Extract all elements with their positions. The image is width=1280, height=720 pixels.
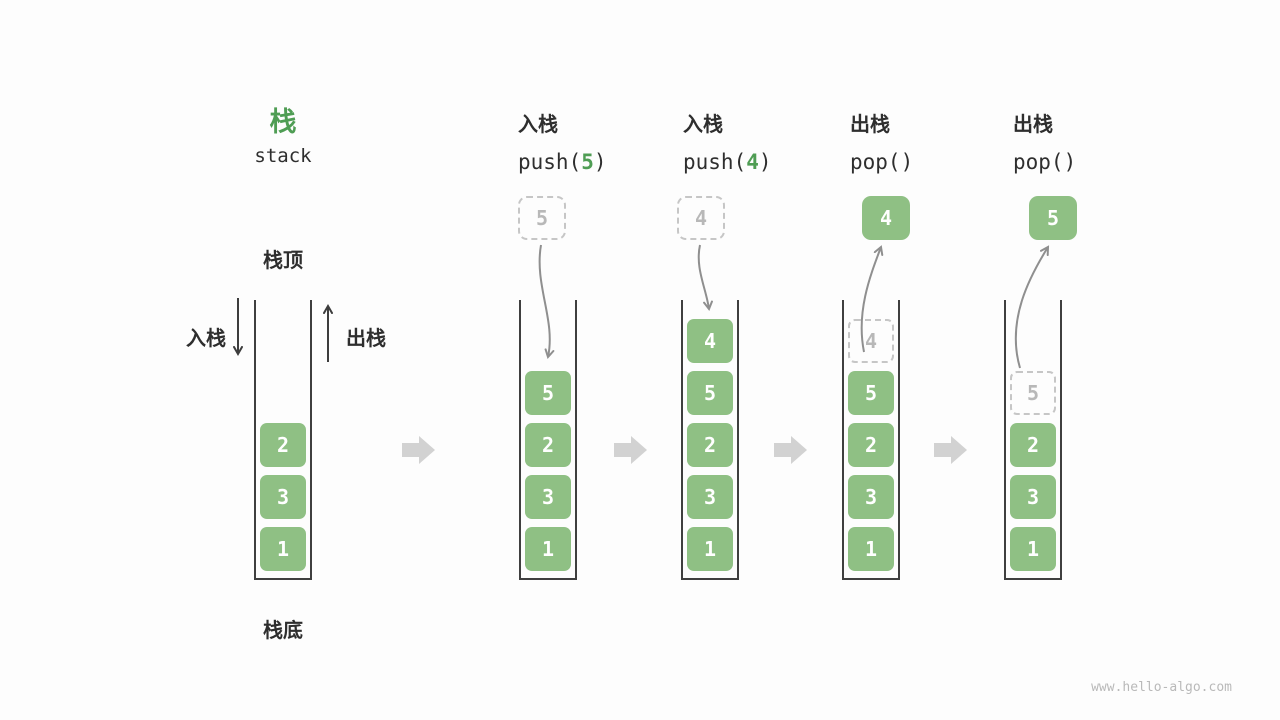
code-post: ) [1063, 150, 1077, 174]
stack-block: 3 [848, 475, 894, 519]
stack-block: 3 [525, 475, 571, 519]
step-arrow-icon [402, 436, 435, 464]
code-arg: 5 [581, 150, 594, 174]
stack-block: 5 [525, 371, 571, 415]
stack-block: 1 [260, 527, 306, 571]
code-label: push(4) [683, 150, 843, 174]
stack-block: 2 [1010, 423, 1056, 467]
push-arrow-label: 入栈 [186, 328, 226, 350]
stack-block: 1 [1010, 527, 1056, 571]
stack-block: 4 [687, 319, 733, 363]
code-post: ) [900, 150, 914, 174]
stack-top-label: 栈顶 [263, 250, 303, 272]
pop-arrow-label: 出栈 [346, 328, 386, 350]
pushed-value-box: 4 [677, 196, 725, 240]
removed-block-ghost: 5 [1010, 371, 1056, 415]
diagram-title-zh: 栈 [269, 107, 297, 137]
stack-block: 1 [848, 527, 894, 571]
step-arrow-icon [774, 436, 807, 464]
column-header-pop-2: 出栈 pop() [1013, 108, 1173, 174]
code-pre: push( [683, 150, 747, 174]
code-label: pop() [850, 150, 1010, 174]
column-header-push-4: 入栈 push(4) [683, 108, 843, 174]
stack-container-initial: 2 3 1 [254, 300, 312, 580]
stack-bottom-label: 栈底 [263, 620, 303, 642]
stack-block: 5 [848, 371, 894, 415]
code-post: ) [593, 150, 607, 174]
stack-block: 1 [687, 527, 733, 571]
step-arrow-icon [614, 436, 647, 464]
stack-block: 3 [260, 475, 306, 519]
action-label: 出栈 [850, 114, 890, 136]
code-label: pop() [1013, 150, 1173, 174]
action-label: 入栈 [518, 114, 558, 136]
column-header-push-5: 入栈 push(5) [518, 108, 678, 174]
stack-block: 1 [525, 527, 571, 571]
stack-container-after-push-4: 4 5 2 3 1 [681, 300, 739, 580]
code-pre: push( [518, 150, 582, 174]
column-header-pop-1: 出栈 pop() [850, 108, 1010, 174]
code-pre: pop( [1013, 150, 1064, 174]
watermark: www.hello-algo.com [1091, 680, 1232, 695]
removed-block-ghost: 4 [848, 319, 894, 363]
stack-block: 3 [687, 475, 733, 519]
code-pre: pop( [850, 150, 901, 174]
diagram-title-en: stack [254, 145, 312, 167]
code-post: ) [758, 150, 772, 174]
stack-block: 2 [525, 423, 571, 467]
stack-block: 2 [848, 423, 894, 467]
stack-block: 3 [1010, 475, 1056, 519]
stack-container-after-push-5: 5 2 3 1 [519, 300, 577, 580]
stack-block: 2 [260, 423, 306, 467]
stack-block: 5 [687, 371, 733, 415]
step-arrow-icon [934, 436, 967, 464]
code-label: push(5) [518, 150, 678, 174]
action-label: 出栈 [1013, 114, 1053, 136]
pushed-value-box: 5 [518, 196, 566, 240]
stack-block: 2 [687, 423, 733, 467]
stack-container-after-pop-2: 5 2 3 1 [1004, 300, 1062, 580]
popped-value-box: 4 [862, 196, 910, 240]
code-arg: 4 [746, 150, 759, 174]
action-label: 入栈 [683, 114, 723, 136]
stack-container-after-pop-1: 4 5 2 3 1 [842, 300, 900, 580]
popped-value-box: 5 [1029, 196, 1077, 240]
